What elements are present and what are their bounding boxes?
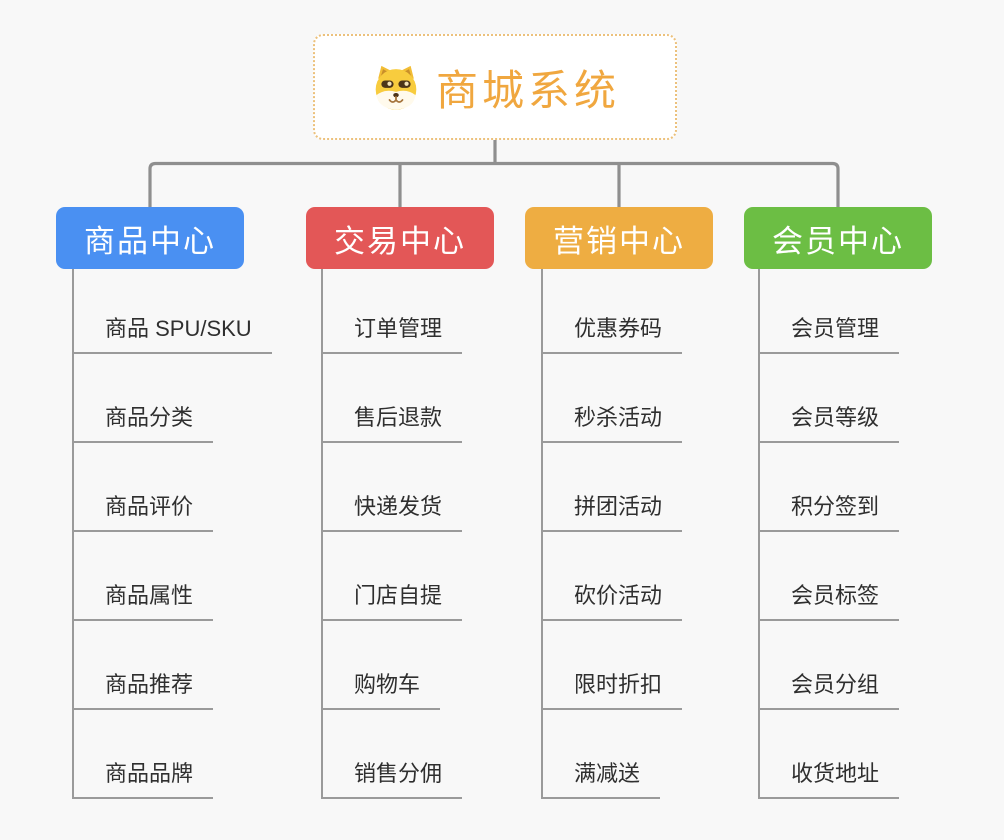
- leaf-item[interactable]: 会员分组: [759, 670, 900, 710]
- leaf-item[interactable]: 拼团活动: [542, 492, 683, 532]
- branch-node-trade[interactable]: 交易中心: [306, 207, 494, 269]
- leaf-item[interactable]: 快递发货: [322, 492, 463, 532]
- leaf-item[interactable]: 销售分佣: [322, 759, 463, 799]
- leaf-item[interactable]: 会员等级: [759, 403, 900, 443]
- leaf-item[interactable]: 砍价活动: [542, 581, 683, 621]
- leaf-item[interactable]: 会员管理: [759, 314, 900, 354]
- leaf-item[interactable]: 商品 SPU/SKU: [73, 314, 272, 354]
- bus-bracket-line: [148, 161, 840, 207]
- leaf-item[interactable]: 订单管理: [322, 314, 463, 354]
- leaf-item[interactable]: 满减送: [542, 759, 661, 799]
- leaf-item[interactable]: 商品推荐: [73, 670, 214, 710]
- branch-node-marketing[interactable]: 营销中心: [525, 207, 713, 269]
- connector-lines: [148, 140, 840, 207]
- leaf-item[interactable]: 收货地址: [759, 759, 900, 799]
- root-title: 商城系统: [435, 66, 620, 114]
- trunk-line-trade: [321, 269, 323, 799]
- leaf-item[interactable]: 秒杀活动: [542, 403, 683, 443]
- leaf-item[interactable]: 售后退款: [322, 403, 463, 443]
- root-node[interactable]: 商城系统: [313, 34, 677, 140]
- branch-node-member[interactable]: 会员中心: [744, 207, 932, 269]
- leaf-item[interactable]: 限时折扣: [542, 670, 683, 710]
- leaf-item[interactable]: 商品评价: [73, 492, 214, 532]
- dog-icon: [375, 65, 417, 110]
- leaf-item[interactable]: 商品属性: [73, 581, 214, 621]
- branch-node-goods[interactable]: 商品中心: [56, 207, 244, 269]
- leaf-item[interactable]: 积分签到: [759, 492, 900, 532]
- leaf-item[interactable]: 优惠券码: [542, 314, 683, 354]
- leaf-item[interactable]: 会员标签: [759, 581, 900, 621]
- leaf-item[interactable]: 门店自提: [322, 581, 463, 621]
- trunk-line-member: [758, 269, 760, 799]
- leaf-item[interactable]: 商品品牌: [73, 759, 214, 799]
- leaf-item[interactable]: 购物车: [322, 670, 441, 710]
- leaf-item[interactable]: 商品分类: [73, 403, 214, 443]
- trunk-line-marketing: [541, 269, 543, 799]
- trunk-line-goods: [72, 269, 74, 799]
